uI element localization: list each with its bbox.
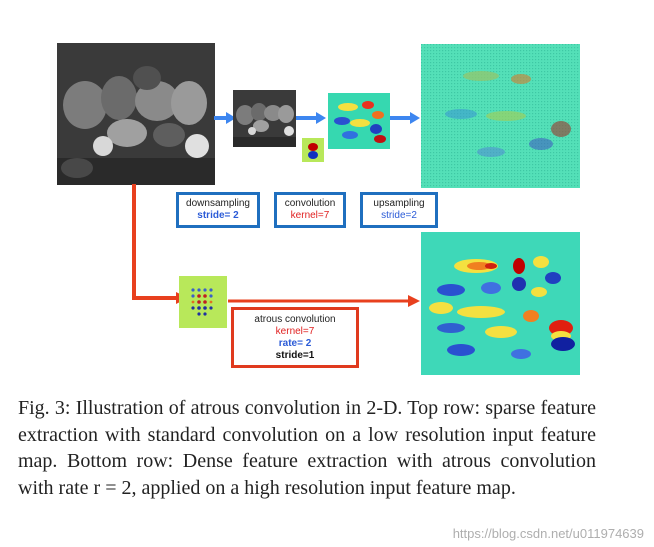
downsampled-image xyxy=(233,90,296,147)
upsampling-title: upsampling xyxy=(363,198,435,210)
atrous-title: atrous convolution xyxy=(234,314,356,326)
atrous-kernel: kernel=7 xyxy=(234,326,356,338)
convolution-title: convolution xyxy=(277,198,343,210)
atrous-stride: stride=1 xyxy=(234,350,356,362)
convolution-kernel: kernel=7 xyxy=(277,210,343,222)
upsampling-stride: stride=2 xyxy=(363,210,435,222)
downsampling-box: downsampling stride= 2 xyxy=(176,192,260,228)
watermark: https://blog.csdn.net/u011974639 xyxy=(453,526,644,541)
atrous-dense-output xyxy=(421,232,580,375)
atrous-rate: rate= 2 xyxy=(234,338,356,350)
figure-caption: Fig. 3: Illustration of atrous convoluti… xyxy=(18,395,596,501)
atrous-convolution-box: atrous convolution kernel=7 rate= 2 stri… xyxy=(231,307,359,368)
arrow-to-conv-output xyxy=(296,110,328,131)
downsampling-title: downsampling xyxy=(179,198,257,210)
downsampling-stride: stride= 2 xyxy=(179,210,257,222)
conv-output-heatmap xyxy=(328,93,390,149)
arrow-to-upsampled xyxy=(390,110,422,131)
convolution-box: convolution kernel=7 xyxy=(274,192,346,228)
conv-kernel-image xyxy=(302,138,324,162)
upsampling-box: upsampling stride=2 xyxy=(360,192,438,228)
input-image-peppers xyxy=(57,43,215,185)
upsampled-sparse-output xyxy=(421,44,580,188)
atrous-kernel-image xyxy=(179,276,227,328)
